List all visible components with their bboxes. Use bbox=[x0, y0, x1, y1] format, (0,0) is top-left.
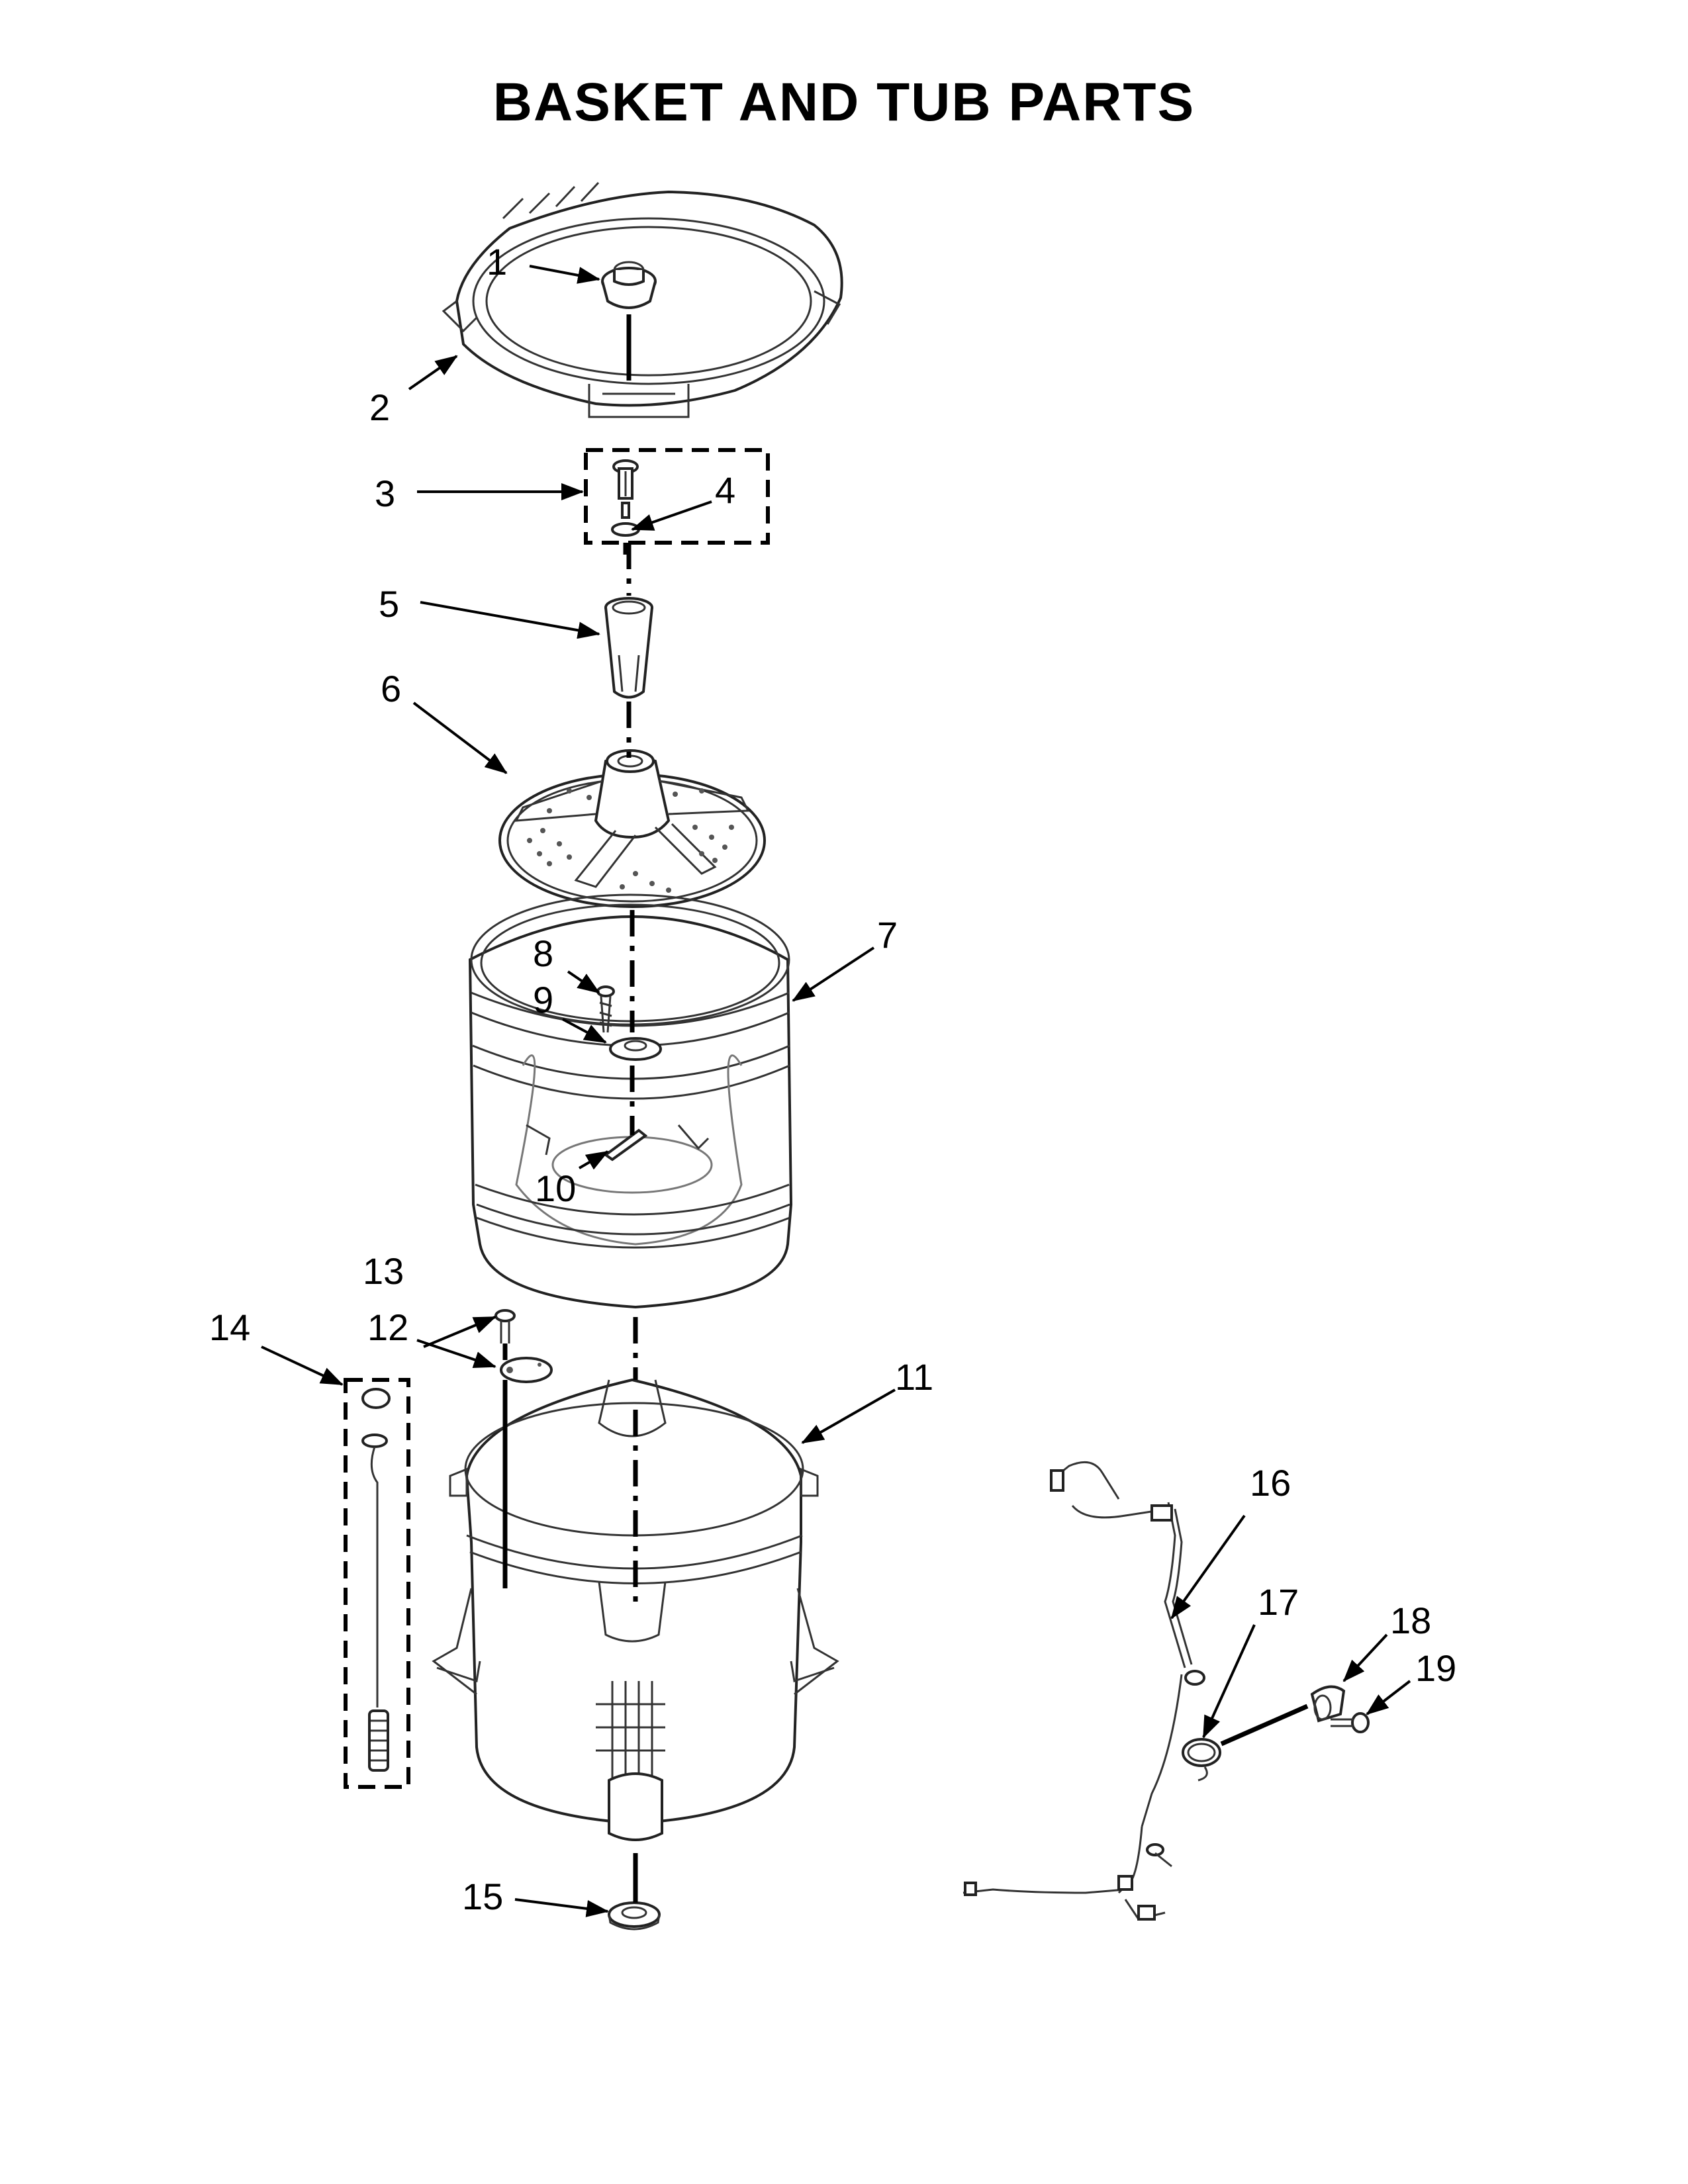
callout-4: 4 bbox=[715, 469, 735, 511]
callout-15: 15 bbox=[462, 1876, 503, 1917]
callout-18: 18 bbox=[1390, 1600, 1431, 1641]
wire-harness-part bbox=[962, 1461, 1205, 1921]
callout-11: 11 bbox=[895, 1356, 933, 1398]
seal-part bbox=[608, 1901, 661, 1931]
bolt-19-part bbox=[1331, 1712, 1370, 1733]
hub-part bbox=[609, 1037, 662, 1061]
agitator-cap-part bbox=[601, 261, 657, 309]
callout-19: 19 bbox=[1415, 1647, 1456, 1689]
callout-12: 12 bbox=[367, 1306, 408, 1348]
impeller-holes bbox=[527, 788, 734, 893]
page-title: BASKET AND TUB PARTS bbox=[492, 72, 1196, 132]
basket-part bbox=[468, 893, 793, 1309]
callout-6: 6 bbox=[381, 668, 401, 709]
callout-7: 7 bbox=[877, 914, 898, 956]
callout-17: 17 bbox=[1258, 1581, 1299, 1623]
impeller-part bbox=[498, 749, 766, 908]
pressure-hose-part bbox=[344, 1378, 410, 1789]
callout-14: 14 bbox=[209, 1306, 250, 1348]
assembly-axis-lines bbox=[502, 314, 1309, 1903]
callout-9: 9 bbox=[533, 979, 553, 1021]
callout-2: 2 bbox=[369, 387, 390, 428]
callout-8: 8 bbox=[533, 933, 553, 974]
callout-13: 13 bbox=[363, 1250, 404, 1292]
clip-part bbox=[603, 1128, 648, 1161]
callout-16: 16 bbox=[1250, 1462, 1291, 1504]
callout-3: 3 bbox=[375, 473, 395, 514]
o-ring-part bbox=[1182, 1738, 1221, 1782]
callout-leaders bbox=[261, 265, 1411, 1917]
callout-10: 10 bbox=[535, 1167, 576, 1209]
callout-1: 1 bbox=[487, 241, 507, 283]
callout-labels: 1 2 3 4 5 6 7 8 9 10 11 12 13 14 15 16 1… bbox=[209, 241, 1456, 1917]
bolt-and-washer-part bbox=[584, 448, 770, 545]
callout-5: 5 bbox=[379, 583, 399, 625]
bracket-part bbox=[1310, 1685, 1346, 1723]
tube-part bbox=[604, 597, 653, 699]
plate-12-part bbox=[500, 1357, 553, 1383]
screw-13-part bbox=[494, 1309, 516, 1343]
